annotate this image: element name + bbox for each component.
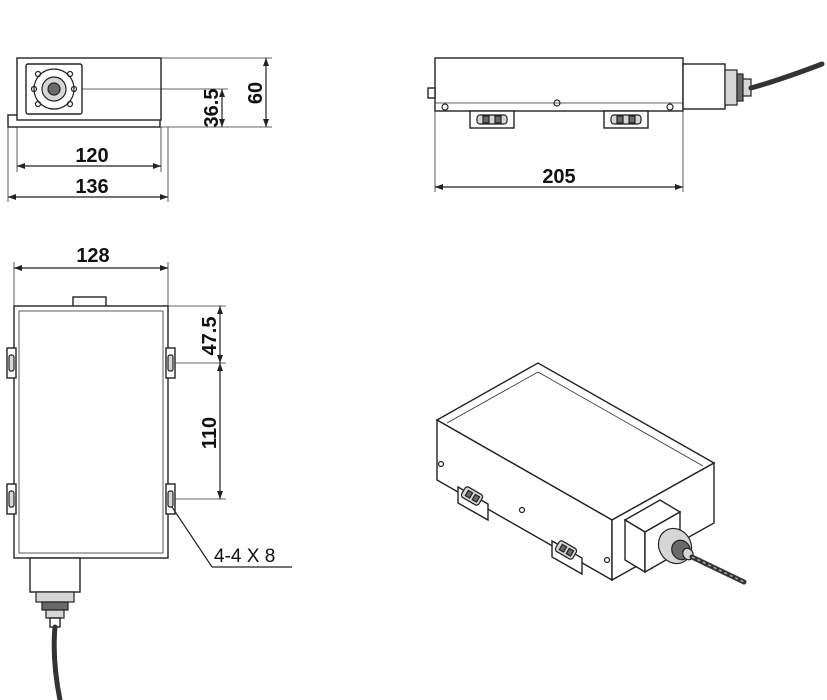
iso-mount-right [551, 539, 583, 576]
side-view-connector [682, 61, 825, 110]
top-view-connector [29, 557, 81, 700]
top-view-ear-tl [6, 347, 17, 379]
front-port-height-label: 36.5 [201, 89, 223, 128]
mounting-hole-note: 4-4 X 8 [214, 546, 275, 567]
side-view-connector-housing [682, 63, 726, 110]
iso-mount-left [457, 485, 489, 522]
front-view-port-core [47, 82, 61, 96]
top-hole-offset-label: 47.5 [199, 317, 221, 356]
front-height-label: 60 [245, 82, 267, 104]
top-width-label: 128 [76, 245, 109, 267]
side-length-label: 205 [542, 166, 575, 188]
front-view-port-flange [33, 68, 75, 110]
side-view-body [434, 57, 684, 112]
front-inner-width-label: 120 [75, 145, 108, 167]
top-view-ear-tr [165, 347, 176, 379]
top-hole-spacing-label: 110 [199, 417, 221, 449]
side-view-mount-right [603, 110, 649, 129]
iso-fiber-cable [689, 554, 747, 585]
side-view-mount-left [469, 110, 515, 129]
front-outer-width-label: 136 [75, 176, 108, 198]
top-view-fiber-cable [51, 624, 63, 700]
top-view-ear-bl [6, 483, 17, 515]
top-view: 128 47.5 110 4-4 X 8 [6, 245, 292, 700]
isometric-view [435, 362, 747, 585]
mounting-hole-leader [171, 506, 213, 568]
iso-connector [623, 499, 747, 585]
top-view-body [13, 305, 169, 559]
front-view: 60 36.5 120 136 [7, 57, 272, 202]
side-view: 205 [427, 57, 825, 192]
side-view-fiber-cable [748, 61, 825, 91]
